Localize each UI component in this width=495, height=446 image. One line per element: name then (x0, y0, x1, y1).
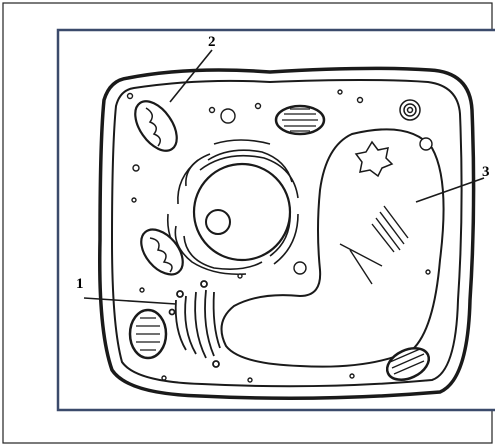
nucleus (194, 164, 290, 260)
nucleolus (206, 210, 230, 234)
label-2: 2 (208, 34, 216, 50)
label-1: 1 (76, 276, 84, 292)
label-3: 3 (482, 164, 490, 180)
chloroplast-2 (130, 310, 166, 358)
chloroplast (276, 106, 324, 134)
